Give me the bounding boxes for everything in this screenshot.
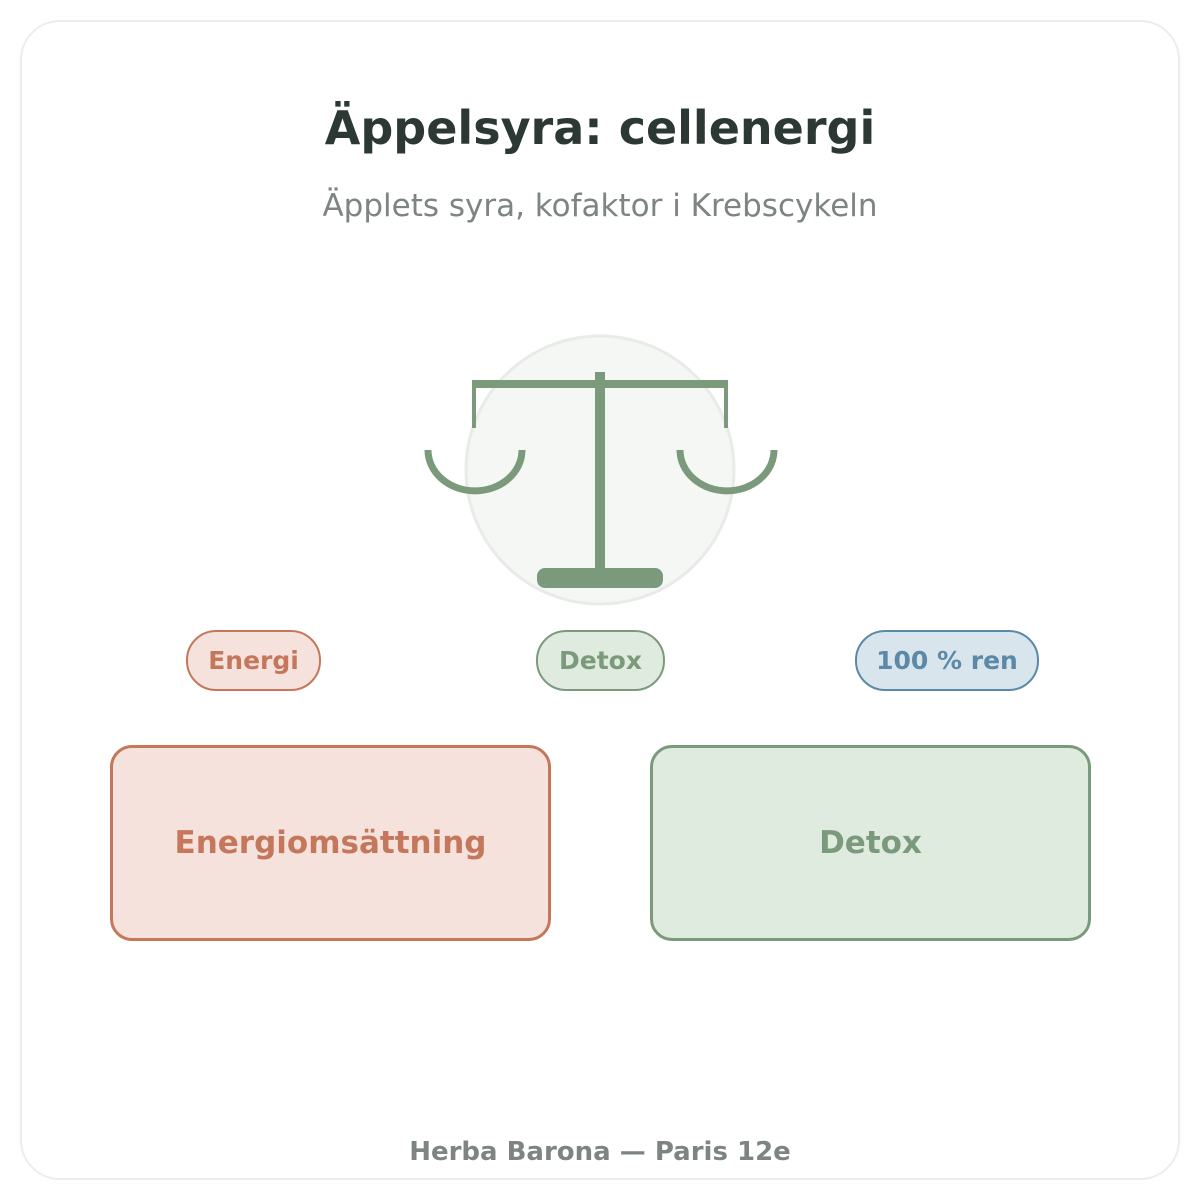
page-subtitle: Äpplets syra, kofaktor i Krebscykeln <box>322 188 878 224</box>
benefit-detox-box: Detox <box>650 745 1091 941</box>
tag-detox: Detox <box>536 630 665 691</box>
tag-energi: Energi <box>186 630 321 691</box>
scale-post <box>595 372 605 572</box>
balance-scale-icon <box>424 334 778 606</box>
scale-pan-right <box>676 449 778 495</box>
benefit-energy-label: Energiomsättning <box>174 825 487 861</box>
page-title: Äppelsyra: cellenergi <box>324 101 876 155</box>
tag-pure: 100 % ren <box>855 630 1039 691</box>
benefit-energy-box: Energiomsättning <box>110 745 551 941</box>
benefit-detox-label: Detox <box>819 825 922 861</box>
scale-pan-left <box>424 449 526 495</box>
scale-string-right <box>724 380 728 428</box>
scale-string-left <box>472 380 476 428</box>
scale-base <box>537 568 663 588</box>
footer-brand: Herba Barona — Paris 12e <box>409 1137 791 1167</box>
